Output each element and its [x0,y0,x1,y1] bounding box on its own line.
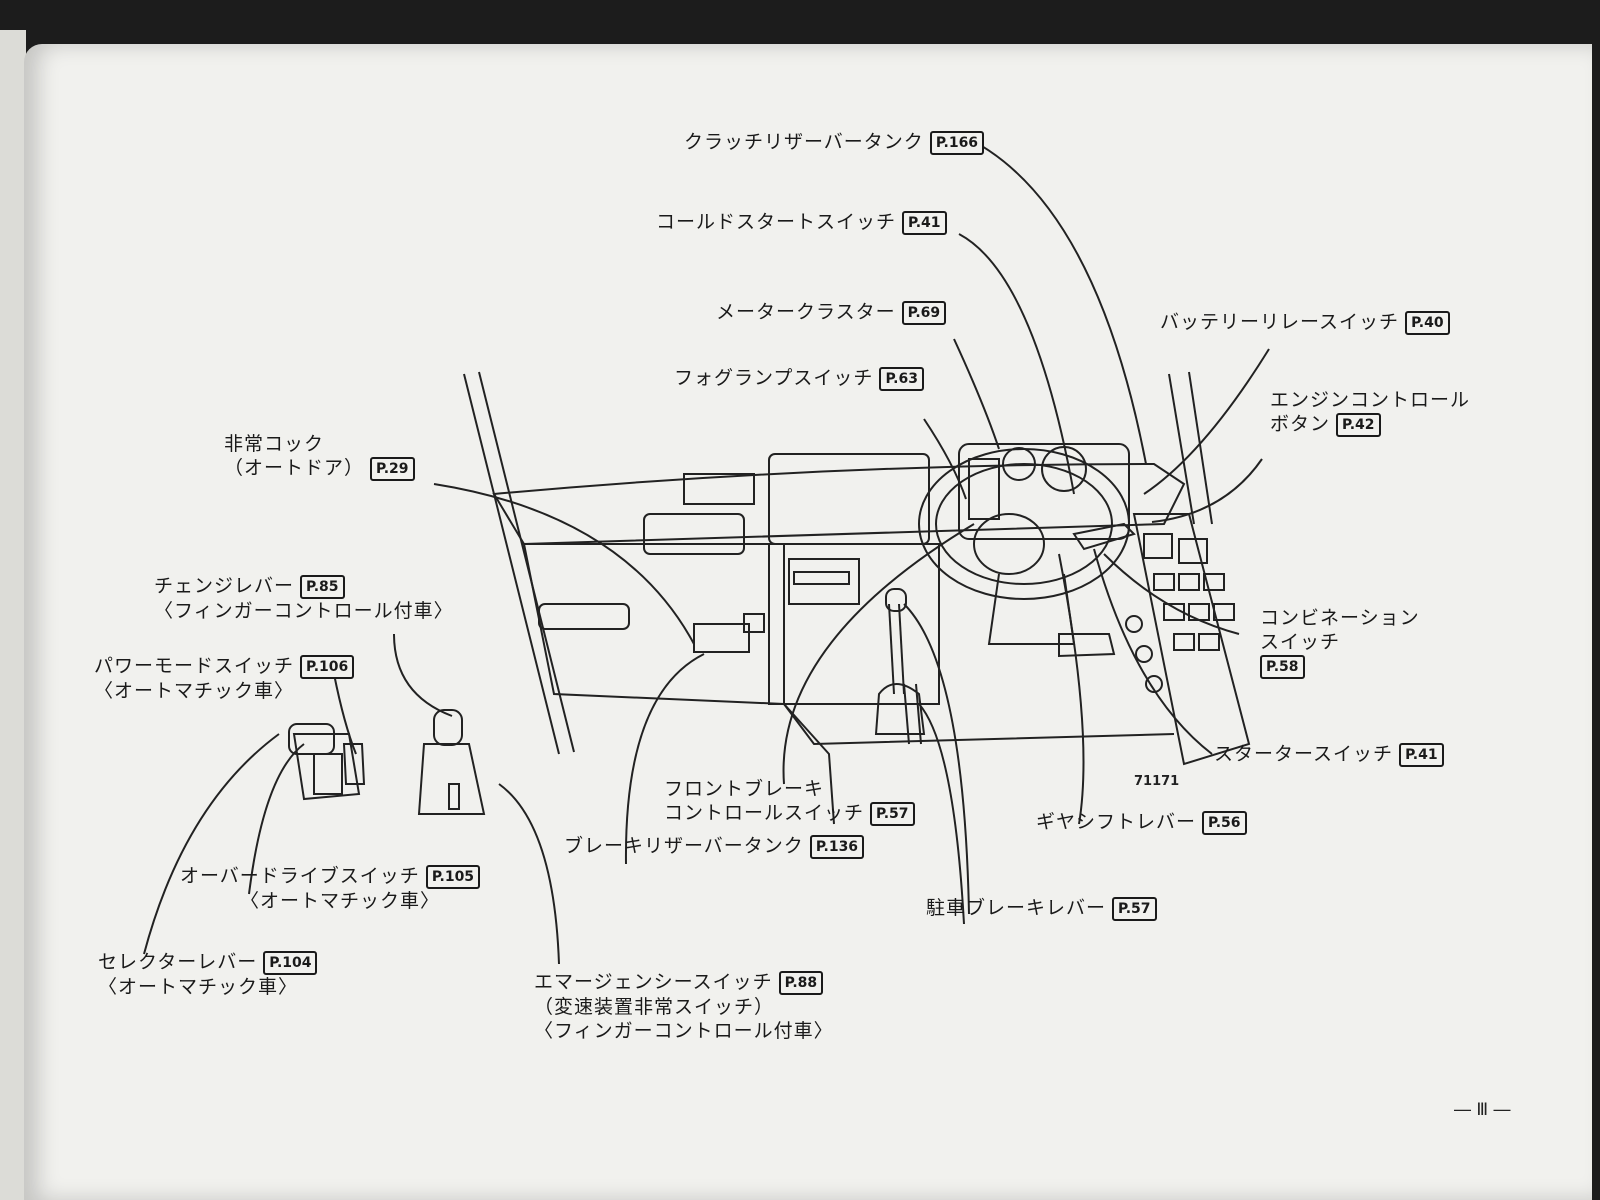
callout-label-line2: （オートドア） [224,457,365,479]
steering-wheel [918,448,1130,600]
page-ref-badge[interactable]: P.104 [263,950,318,975]
callout-label-line2: 〈オートマチック車〉 [94,679,295,702]
callout-label-line2: （変速装置非常スイッチ） [534,995,775,1018]
right-switch-panel [1132,513,1251,766]
page-ref-badge[interactable]: P.56 [1202,810,1247,835]
callout-label: メータークラスター [716,301,896,323]
callout-label-line2: 〈フィンガーコントロール付車〉 [154,599,454,622]
emergency-switch-panel [693,623,750,653]
callout-label: クラッチリザーバータンク [684,131,924,153]
page-ref-badge[interactable]: P.29 [370,456,415,481]
page-ref-badge[interactable]: P.41 [1399,742,1444,767]
callout-label: 駐車ブレーキレバー [926,897,1107,919]
page-ref-badge[interactable]: P.63 [879,366,924,391]
page-ref-badge[interactable]: P.58 [1260,654,1305,679]
callout-label: フォグランプスイッチ [674,367,874,389]
page-ref-badge[interactable]: P.57 [870,801,915,826]
callout-label: ギヤシフトレバー [1036,811,1197,833]
callout-label: エマージェンシースイッチ [534,971,773,993]
gear-shift-lever [888,603,895,695]
selector-lever-unit [292,733,361,801]
callout-label: セレクターレバー [98,951,258,973]
radio-unit [788,558,860,605]
callout-label: 非常コック [224,433,325,455]
a-pillar-right [1168,373,1195,525]
callout-label: スタータースイッチ [1214,743,1394,765]
callout-label-line2: ボタン [1270,413,1331,435]
figure-reference-number: 71171 [1134,774,1180,789]
page-ref-badge[interactable]: P.106 [300,654,355,679]
page-ref-badge[interactable]: P.136 [809,834,865,859]
dashboard-illustration [143,133,1270,965]
callout-label: コールドスタートスイッチ [656,211,897,233]
callout-label: チェンジレバー [154,575,295,597]
callout-label-line2: 〈オートマチック車〉 [240,889,441,912]
parking-brake-lever [903,683,910,745]
page-ref-badge[interactable]: P.40 [1405,310,1450,335]
page-ref-badge[interactable]: P.41 [902,210,947,235]
page-ref-badge[interactable]: P.88 [778,970,824,995]
page-number: ― Ⅲ ― [1454,1100,1511,1120]
callout-label-line3: 〈フィンガーコントロール付車〉 [534,1019,834,1042]
page-ref-badge[interactable]: P.42 [1336,412,1381,437]
callout-label: オーバードライブスイッチ [180,865,420,887]
page-ref-badge[interactable]: P.166 [929,130,985,155]
page-ref-badge[interactable]: P.85 [300,574,345,599]
callout-label: パワーモードスイッチ [94,655,295,677]
callout-label: エンジンコントロール [1270,389,1471,411]
callout-label: バッテリーリレースイッチ [1160,311,1400,333]
callout-label-line2: 〈オートマチック車〉 [98,975,299,998]
callout-label: ブレーキリザーバータンク [564,835,804,857]
a-pillar-left [463,373,560,755]
page-ref-badge[interactable]: P.69 [901,300,947,325]
page-ref-badge[interactable]: P.57 [1112,896,1157,921]
callout-label: フロントブレーキ [664,778,825,800]
page-ref-badge[interactable]: P.105 [425,864,481,889]
callout-emergency-cock: 非常コック（オートドア）P.29 [224,432,415,481]
callout-label-line2: スイッチ [1260,631,1341,653]
binding-edge [0,30,26,1200]
callout-label: コンビネーション [1260,607,1420,629]
callout-label-line2: コントロールスイッチ [664,802,865,824]
